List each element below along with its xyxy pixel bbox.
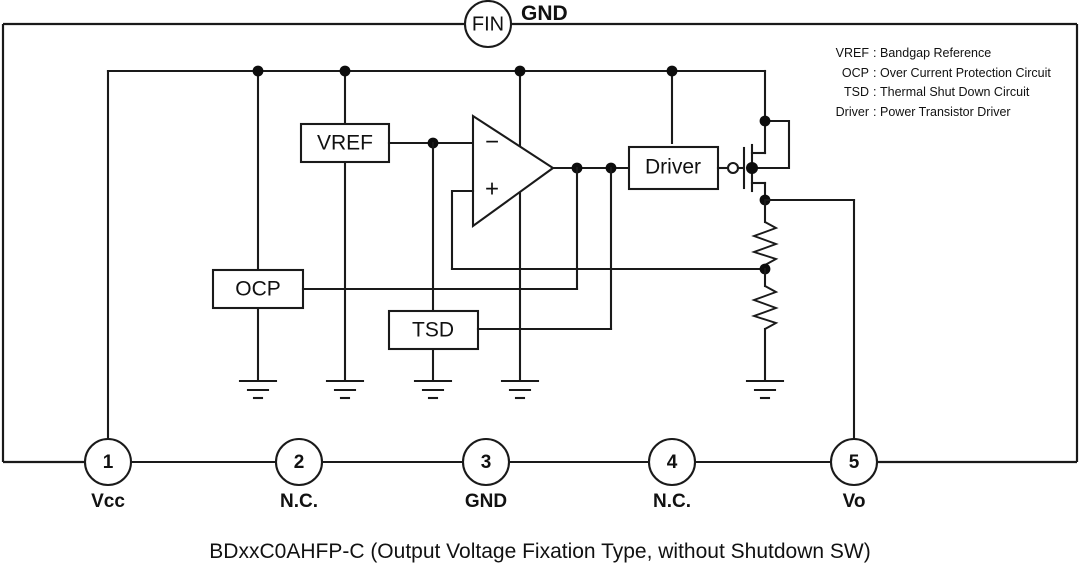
- fin-circle: [463, 0, 513, 49]
- junction-dot: [514, 65, 526, 77]
- block-vref[interactable]: VREF: [299, 122, 475, 382]
- outer-border-wires: [1, 22, 1079, 464]
- junction-dot: [339, 65, 351, 77]
- legend-row: OCP : Over Current Protection Circuit: [842, 66, 1052, 80]
- block-ocp[interactable]: OCP: [211, 166, 579, 310]
- pin-name: Vcc: [91, 491, 125, 512]
- fin-label: FIN: [472, 13, 504, 35]
- legend-value: Over Current Protection Circuit: [880, 66, 1051, 80]
- pin-number: 3: [481, 452, 492, 473]
- legend-row: VREF : Bandgap Reference: [836, 46, 992, 60]
- ground-symbol: [238, 379, 278, 400]
- legend-key: Driver: [836, 105, 869, 119]
- wire-opamp-feedback-corner: [450, 189, 475, 271]
- pin-number: 2: [294, 452, 305, 473]
- diagram-caption: BDxxC0AHFP-C (Output Voltage Fixation Ty…: [209, 540, 870, 563]
- junction-dot: [759, 115, 771, 127]
- opamp-triangle: [471, 114, 555, 229]
- legend-row: Driver : Power Transistor Driver: [836, 105, 1011, 119]
- junction-dot: [666, 65, 678, 77]
- pin-circle[interactable]: [829, 437, 879, 487]
- pin-circle[interactable]: [647, 437, 697, 487]
- feedback-divider: [751, 194, 856, 382]
- pin-name: Vo: [843, 491, 866, 512]
- block-tsd[interactable]: TSD: [387, 166, 613, 351]
- power-mosfet: [742, 115, 791, 202]
- pin-name: N.C.: [653, 491, 691, 512]
- gnd-label: GND: [521, 2, 568, 25]
- junction-dot: [746, 162, 758, 174]
- ground-symbol: [745, 379, 785, 400]
- pin-name: N.C.: [280, 491, 318, 512]
- legend-key: TSD: [844, 85, 869, 99]
- fin-node: FIN GND: [463, 0, 568, 49]
- pin-5[interactable]: 5 Vo: [829, 437, 879, 512]
- pin-name: GND: [465, 491, 507, 512]
- vref-label: VREF: [317, 132, 373, 155]
- op-amp: − +: [450, 114, 767, 271]
- pin-3[interactable]: 3 GND: [461, 437, 511, 512]
- vref-box[interactable]: [299, 122, 391, 164]
- legend-value: Power Transistor Driver: [880, 105, 1011, 119]
- junction-dot: [252, 65, 264, 77]
- legend-value: Bandgap Reference: [880, 46, 991, 60]
- ocp-box[interactable]: [211, 268, 305, 310]
- opamp-plus-sign: +: [485, 175, 499, 202]
- legend-key: OCP: [842, 66, 869, 80]
- vcc-rail: [106, 65, 767, 382]
- pin-row-wires: [106, 69, 856, 464]
- legend-separator: :: [873, 105, 876, 119]
- mosfet-body-tie: [750, 119, 791, 170]
- ground-symbol: [413, 379, 453, 400]
- pin-circle[interactable]: [274, 437, 324, 487]
- ground-symbol: [325, 379, 365, 400]
- pin-number: 5: [849, 452, 860, 473]
- resistor-r1: [751, 221, 779, 266]
- ocp-label: OCP: [235, 278, 281, 301]
- tsd-box[interactable]: [387, 309, 480, 351]
- pin-4[interactable]: 4 N.C.: [647, 437, 697, 512]
- ground-symbol: [500, 379, 540, 400]
- legend: VREF : Bandgap Reference OCP : Over Curr…: [836, 46, 1052, 119]
- tsd-label: TSD: [412, 319, 454, 342]
- inverting-bubble-icon: [726, 161, 740, 175]
- pin-number: 1: [103, 452, 114, 473]
- pin-number: 4: [667, 452, 678, 473]
- driver-box[interactable]: [627, 145, 720, 191]
- legend-row: TSD : Thermal Shut Down Circuit: [844, 85, 1030, 99]
- driver-label: Driver: [645, 156, 701, 179]
- legend-value: Thermal Shut Down Circuit: [880, 85, 1030, 99]
- legend-separator: :: [873, 46, 876, 60]
- pin-circle[interactable]: [461, 437, 511, 487]
- opamp-minus-sign: −: [485, 128, 499, 155]
- pin-2[interactable]: 2 N.C.: [274, 437, 324, 512]
- resistor-r2: [751, 285, 779, 330]
- legend-separator: :: [873, 66, 876, 80]
- legend-key: VREF: [836, 46, 870, 60]
- pin-1[interactable]: 1 Vcc: [83, 437, 133, 512]
- ground-symbols: [238, 379, 785, 400]
- legend-separator: :: [873, 85, 876, 99]
- pin-circle[interactable]: [83, 437, 133, 487]
- block-driver[interactable]: Driver: [627, 145, 746, 191]
